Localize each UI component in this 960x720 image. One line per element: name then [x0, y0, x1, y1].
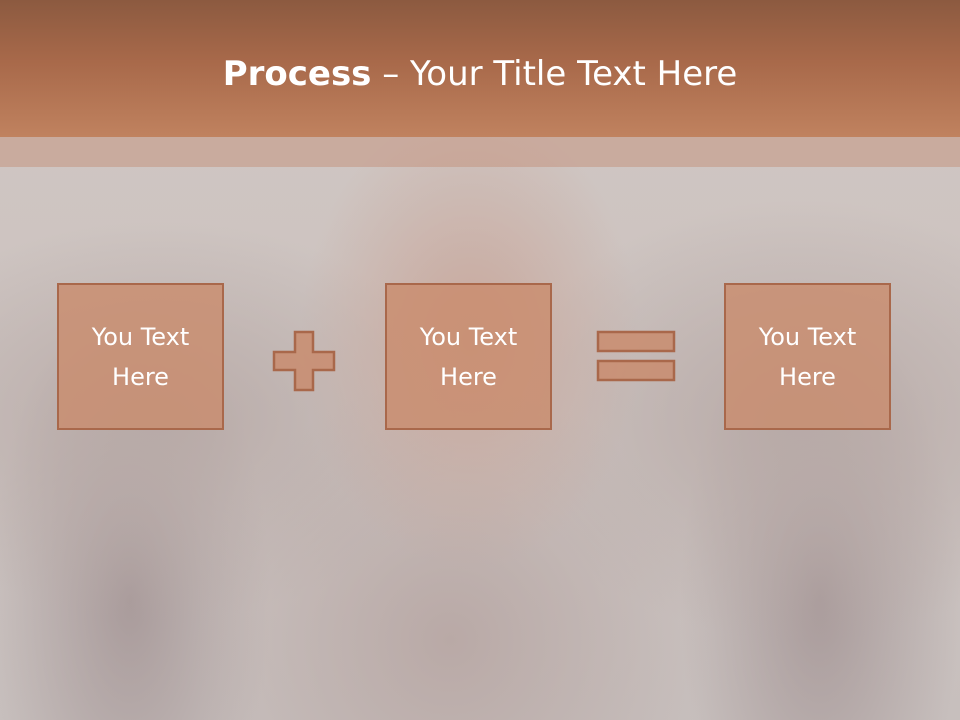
header-accent-band [0, 137, 960, 167]
title-header-bar [0, 0, 960, 137]
process-box-1: You Text Here [57, 283, 224, 430]
process-box-3-text: You Text Here [758, 322, 857, 391]
plus-icon [272, 330, 336, 392]
equals-icon [596, 330, 676, 382]
title-bold-part: Process [222, 54, 372, 94]
process-box-3: You Text Here [724, 283, 891, 430]
process-box-1-text: You Text Here [91, 322, 190, 391]
title-rest-part: – Your Title Text Here [371, 54, 738, 94]
slide-title: Process – Your Title Text Here [0, 52, 960, 96]
process-box-2: You Text Here [385, 283, 552, 430]
process-box-2-text: You Text Here [419, 322, 518, 391]
